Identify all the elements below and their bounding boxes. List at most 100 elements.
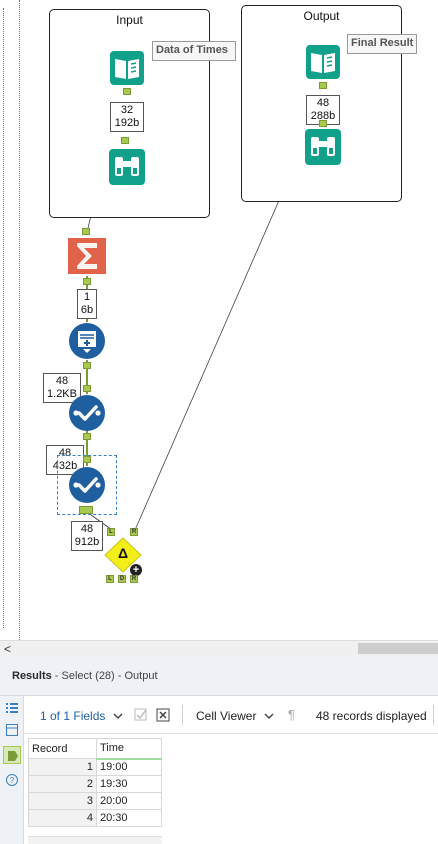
- column-header-record[interactable]: Record: [28, 738, 97, 759]
- browse-tool-input[interactable]: [108, 148, 146, 186]
- toolbar-divider: [433, 705, 434, 725]
- checkmark-icon: [69, 467, 105, 503]
- summarize-output-anchor[interactable]: [83, 278, 91, 285]
- table-row[interactable]: 2 19:30: [28, 775, 162, 793]
- detect-left-input-anchor[interactable]: L: [107, 528, 115, 536]
- help-icon[interactable]: ?: [6, 774, 18, 786]
- select1-record-number: 48: [58, 447, 72, 459]
- sigma-icon: [68, 238, 106, 274]
- detect-right-output-anchor[interactable]: R: [130, 575, 138, 583]
- table-row[interactable]: 4 20:30: [28, 809, 162, 827]
- grid-horizontal-scrollbar[interactable]: [28, 836, 162, 844]
- append-fields-tool[interactable]: [68, 322, 106, 360]
- list-icon[interactable]: [6, 702, 18, 714]
- input-annotation: Data of Times: [152, 41, 236, 61]
- append-output-anchor[interactable]: [83, 362, 91, 369]
- output-anchor[interactable]: [319, 82, 327, 89]
- results-toolbar: 1 of 1 Fields Cell Viewer ¶ 48 records d…: [24, 696, 438, 734]
- browse-tool-output[interactable]: [304, 128, 342, 166]
- pilcrow-icon[interactable]: ¶: [288, 707, 295, 722]
- summarize-record-number: 1: [83, 291, 91, 303]
- workflow-canvas[interactable]: Input Output Data of Times 32 192b: [0, 0, 438, 640]
- select2-input-anchor[interactable]: [83, 456, 91, 463]
- table-row[interactable]: 3 20:00: [28, 792, 162, 810]
- summarize-input-anchor[interactable]: [82, 228, 90, 235]
- input-data-tool[interactable]: [109, 50, 145, 86]
- fields-selector[interactable]: 1 of 1 Fields: [40, 709, 123, 723]
- detect-left-output-anchor[interactable]: L: [106, 575, 114, 583]
- summarize-record-count: 1 6b: [77, 289, 97, 319]
- detect-diff-output-anchor[interactable]: D: [118, 575, 126, 583]
- results-side-toolbar: ?: [0, 696, 24, 844]
- selection-outline: [57, 455, 117, 515]
- input-output-anchor[interactable]: [123, 88, 131, 95]
- results-title: Results - Select (28) - Output: [12, 670, 158, 682]
- book-icon: [110, 51, 144, 85]
- append-fields-icon: [69, 323, 105, 359]
- chevron-down-icon: [113, 713, 123, 720]
- binoculars-icon: [109, 149, 145, 185]
- select-tool-1[interactable]: [68, 394, 106, 432]
- cell-viewer-dropdown[interactable]: Cell Viewer: [196, 709, 274, 723]
- chevron-down-icon: [264, 713, 274, 720]
- book-icon: [306, 45, 340, 79]
- summarize-tool[interactable]: [67, 237, 107, 275]
- diamond-icon: [104, 537, 142, 573]
- scroll-left-arrow-icon[interactable]: <: [4, 642, 12, 656]
- binoculars-icon: [305, 129, 341, 165]
- detect-right-input-anchor[interactable]: R: [130, 528, 138, 536]
- select-tool-2[interactable]: [68, 466, 106, 504]
- svg-text:?: ?: [10, 776, 15, 785]
- results-label: Results: [12, 670, 52, 682]
- rail-guide: [3, 8, 11, 628]
- add-icon[interactable]: +: [130, 564, 142, 576]
- time-cell[interactable]: 20:00: [96, 792, 162, 810]
- output-data-tool[interactable]: [305, 44, 341, 80]
- detect-tool[interactable]: Δ: [104, 537, 142, 573]
- record-cell: 3: [28, 792, 97, 810]
- output-container-title: Output: [303, 9, 340, 23]
- grid-header-row: Record Time: [28, 738, 162, 760]
- record-cell: 4: [28, 809, 97, 827]
- table-icon[interactable]: [6, 724, 18, 736]
- input-container-title: Input: [116, 13, 143, 27]
- records-displayed: 48 records displayed: [316, 709, 427, 723]
- input-record-number: 32: [120, 104, 134, 116]
- select1-input-anchor[interactable]: [83, 385, 91, 392]
- select1-output-anchor[interactable]: [83, 433, 91, 440]
- select2-record-count: 48 912b: [71, 521, 103, 551]
- checkbox-edit-icon[interactable]: [134, 708, 148, 722]
- output-record-number: 48: [316, 97, 330, 109]
- canvas-left-rail: [0, 0, 20, 640]
- input-record-count: 32 192b: [110, 102, 144, 132]
- append-record-size: 1.2KB: [47, 388, 77, 400]
- fields-selector-label: 1 of 1 Fields: [40, 709, 106, 723]
- record-cell: 1: [28, 758, 97, 776]
- results-header: Results - Select (28) - Output: [0, 656, 438, 696]
- column-header-time[interactable]: Time: [96, 738, 162, 760]
- results-description: - Select (28) - Output: [51, 670, 158, 682]
- results-grid[interactable]: Record Time 1 19:00 2 19:30 3 20:00 4 20…: [28, 738, 162, 827]
- append-record-number: 48: [55, 375, 69, 387]
- select2-output-anchor[interactable]: [79, 506, 93, 514]
- select2-record-size: 912b: [74, 536, 100, 548]
- table-row[interactable]: 1 19:00: [28, 758, 162, 776]
- scroll-thumb[interactable]: [358, 643, 438, 654]
- select2-record-number: 48: [80, 523, 94, 535]
- browse1-input-anchor[interactable]: [121, 137, 129, 144]
- output-tag-icon: [8, 751, 18, 761]
- input-record-size: 192b: [114, 117, 140, 129]
- cell-viewer-label: Cell Viewer: [196, 709, 257, 723]
- time-cell[interactable]: 20:30: [96, 809, 162, 827]
- clear-filter-icon[interactable]: [156, 708, 170, 722]
- output-tab-highlight[interactable]: [3, 746, 21, 764]
- time-cell[interactable]: 19:00: [96, 758, 162, 776]
- select1-record-size: 432b: [52, 460, 78, 472]
- browse2-input-anchor[interactable]: [319, 120, 327, 127]
- output-annotation: Final Result: [347, 34, 417, 54]
- canvas-horizontal-scrollbar[interactable]: <: [0, 640, 438, 656]
- time-cell[interactable]: 19:30: [96, 775, 162, 793]
- checkmark-icon: [69, 395, 105, 431]
- toolbar-divider: [182, 705, 183, 725]
